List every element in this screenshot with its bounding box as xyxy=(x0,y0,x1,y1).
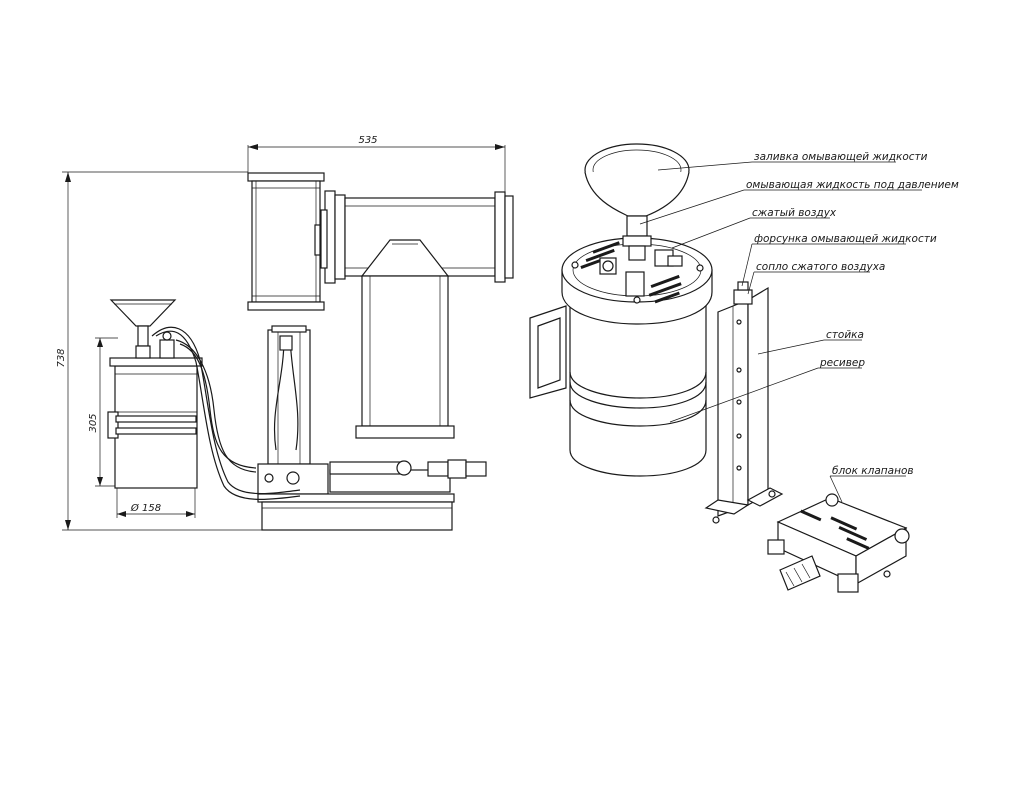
receiver-tank-iso xyxy=(529,143,713,477)
dimension-158: Ø 158 xyxy=(116,488,196,518)
iso-view: заливка омывающей жидкости омывающая жид… xyxy=(529,143,959,593)
hoses xyxy=(151,326,301,500)
stand-iso xyxy=(704,281,784,524)
callout-fill-washing-liquid: заливка омывающей жидкости xyxy=(754,151,928,163)
dimension-535: 535 xyxy=(247,135,506,196)
camera-housing-tee xyxy=(320,190,514,439)
dimension-738: 738 xyxy=(56,171,262,531)
callout-pressurized-liquid: омывающая жидкость под давлением xyxy=(746,179,959,191)
callout-receiver: ресивер xyxy=(819,357,865,369)
callouts: заливка омывающей жидкости омывающая жид… xyxy=(639,151,959,503)
dimension-305-label: 305 xyxy=(88,413,99,432)
cap-markings xyxy=(580,241,682,304)
callout-air-nozzle: сопло сжатого воздуха xyxy=(756,261,885,273)
camera-housing-left xyxy=(247,172,325,311)
dimension-158-label: Ø 158 xyxy=(130,502,161,514)
callout-compressed-air: сжатый воздух xyxy=(752,207,837,219)
side-view: 738 535 305 Ø 158 xyxy=(56,135,514,531)
dimension-305: 305 xyxy=(88,337,118,487)
dimension-535-label: 535 xyxy=(358,135,377,146)
dimension-738-label: 738 xyxy=(56,348,67,367)
valve-block-iso xyxy=(767,493,910,593)
stand-side xyxy=(267,325,311,465)
callout-stand: стойка xyxy=(826,329,864,341)
base-plate xyxy=(257,459,487,531)
receiver-tank-side xyxy=(107,299,203,489)
callout-liquid-nozzle: форсунка омывающей жидкости xyxy=(754,233,937,245)
callout-valve-block: блок клапанов xyxy=(832,465,914,477)
